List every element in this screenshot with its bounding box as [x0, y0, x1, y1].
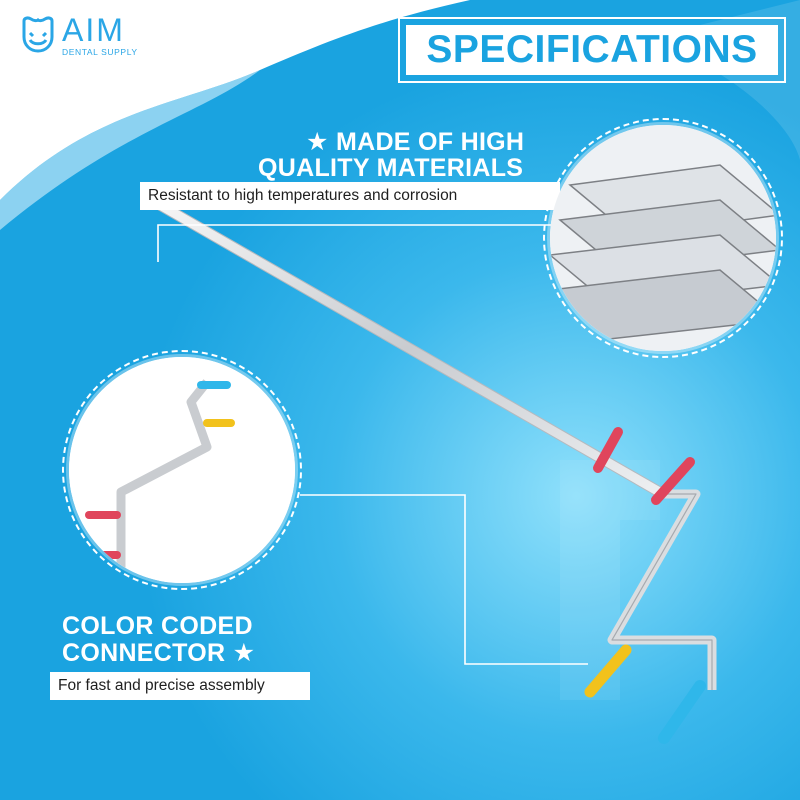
brand-tagline: DENTAL SUPPLY: [62, 47, 138, 57]
brand-name: AIM: [62, 12, 125, 48]
page-title: SPECIFICATIONS: [426, 28, 758, 71]
feature-2-description: For fast and precise assembly: [58, 677, 265, 694]
feature-1-heading: ★ MADE OF HIGH: [306, 128, 525, 156]
feature-2-description-strip: For fast and precise assembly: [50, 672, 310, 700]
dental-rod-illustration: [149, 197, 717, 744]
connector-image: [69, 357, 295, 583]
star-icon: ★: [306, 128, 329, 156]
brand-logo: AIM DENTAL SUPPLY: [18, 14, 138, 57]
star-icon: ★: [232, 639, 256, 667]
feature-1-description-strip: Resistant to high temperatures and corro…: [140, 182, 560, 210]
metal-sheets-icon: [550, 125, 776, 351]
feature-1-description: Resistant to high temperatures and corro…: [148, 187, 458, 204]
feature-2-heading: COLOR CODED: [62, 612, 253, 640]
connector-circle-ring: [62, 350, 302, 590]
feature-2-heading-line2: CONNECTOR ★: [62, 639, 256, 667]
feature-1-heading-line2: QUALITY MATERIALS: [258, 154, 524, 182]
materials-circle-ring: [543, 118, 783, 358]
tooth-logo-icon: [22, 16, 54, 53]
materials-image: [550, 125, 776, 351]
connector-closeup-icon: [69, 357, 295, 583]
specifications-banner: SPECIFICATIONS: [398, 17, 786, 83]
